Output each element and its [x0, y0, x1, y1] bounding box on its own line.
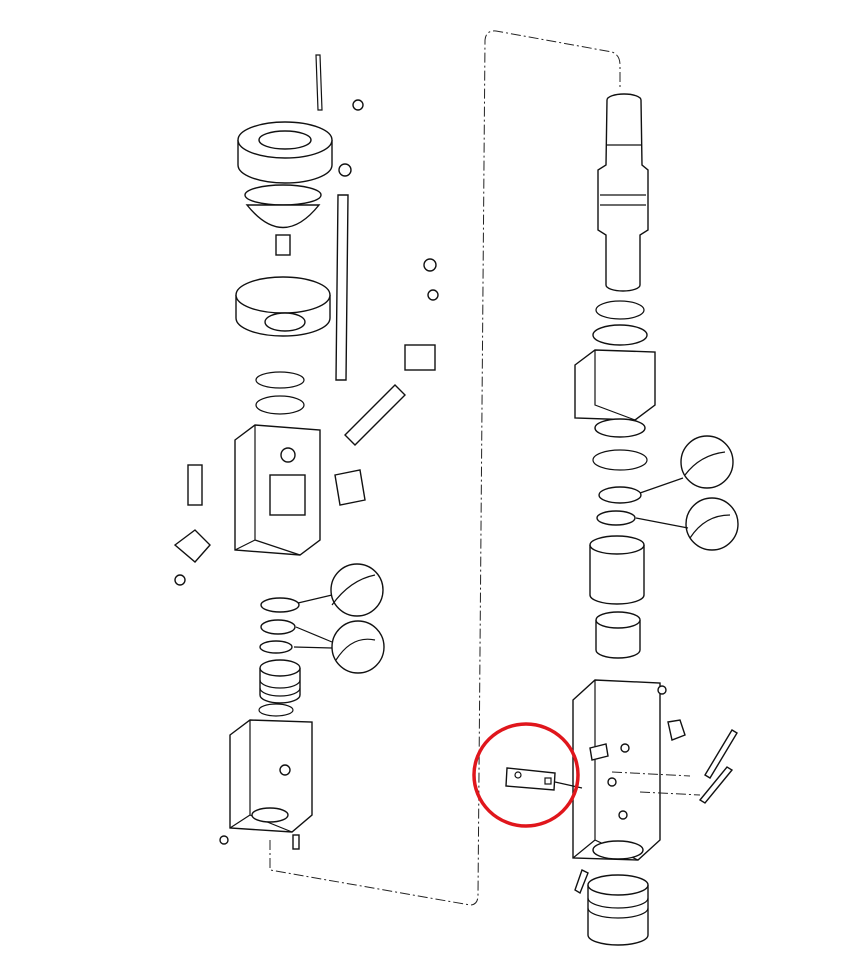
piston	[595, 611, 641, 659]
lower-block	[572, 679, 661, 861]
main-block	[234, 424, 321, 556]
highlight-circle	[472, 722, 580, 828]
bottom-piston	[587, 874, 649, 946]
spark-plug-assembly	[344, 258, 439, 446]
callout-seal-detail	[293, 563, 385, 674]
cylinder-sleeve	[589, 535, 645, 605]
dome-cap	[244, 184, 322, 229]
fittings	[611, 685, 738, 804]
seal-ring	[598, 486, 642, 504]
middle-flange	[235, 276, 331, 337]
right-assembly	[505, 93, 739, 946]
bottom-block	[219, 719, 313, 850]
o-ring	[258, 703, 294, 717]
piston	[259, 659, 301, 704]
seal-ring	[260, 619, 296, 635]
bracket	[334, 469, 366, 506]
drive-shaft	[597, 93, 649, 292]
valve-stem	[275, 234, 291, 256]
o-ring	[592, 449, 648, 471]
name-plate	[505, 767, 583, 791]
top-rod	[315, 54, 323, 111]
o-ring	[595, 300, 645, 320]
o-ring	[592, 324, 648, 346]
fitting	[352, 99, 364, 111]
top-flange	[237, 121, 333, 184]
seal-ring	[596, 510, 636, 526]
seal-ring	[260, 597, 300, 613]
upper-block	[574, 349, 656, 438]
connecting-rod	[335, 163, 352, 381]
left-assembly	[173, 54, 439, 850]
left-side-valve	[173, 464, 211, 586]
callout-seal-detail	[635, 435, 739, 551]
seal-ring	[259, 640, 293, 654]
o-ring	[255, 395, 305, 415]
o-ring	[255, 371, 305, 389]
pin	[574, 869, 589, 895]
assembly-connector-line	[269, 30, 621, 906]
